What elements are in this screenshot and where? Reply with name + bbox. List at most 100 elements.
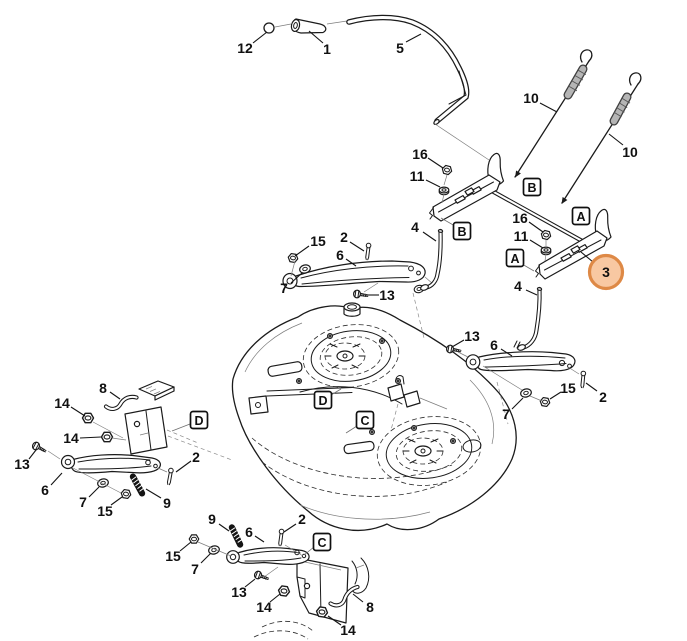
callout-number[interactable]: 14 (54, 395, 70, 411)
callout-number[interactable]: 5 (396, 40, 404, 56)
callout-number[interactable]: 3 (602, 264, 610, 280)
hanger-rod-left (420, 228, 444, 291)
deck-cap (343, 302, 361, 317)
ref-box-letter: C (317, 536, 326, 550)
callout-6: 6 (245, 524, 265, 543)
callout-number[interactable]: 8 (99, 380, 107, 396)
callout-16: 16 (412, 146, 444, 169)
callout-number[interactable]: 13 (464, 328, 480, 344)
callout-number[interactable]: 2 (340, 229, 348, 245)
callout-8: 8 (352, 593, 374, 615)
callout-number[interactable]: 6 (41, 482, 49, 498)
callout-number[interactable]: 10 (622, 144, 638, 160)
ref-box-B[interactable]: B (522, 177, 542, 197)
part-12-ring (263, 22, 275, 34)
ref-box-C[interactable]: C (312, 532, 332, 552)
callout-number[interactable]: 7 (79, 494, 87, 510)
callout-number[interactable]: 14 (256, 599, 272, 615)
callout-10: 10 (608, 133, 638, 160)
callout-number[interactable]: 6 (490, 337, 498, 353)
ref-box-D[interactable]: D (313, 390, 333, 410)
callout-9: 9 (208, 511, 230, 532)
part-5-rod (346, 14, 470, 126)
callout-number[interactable]: 11 (514, 228, 529, 244)
bracket-rail-a (535, 208, 612, 280)
part-6-arm (70, 454, 161, 474)
callout-number[interactable]: 8 (366, 599, 374, 615)
callout-number[interactable]: 13 (379, 287, 395, 303)
ref-box-letter: D (194, 414, 203, 428)
lower-blade-housing (376, 416, 482, 486)
ref-box-D[interactable]: D (189, 410, 209, 430)
callout-11: 11 (410, 168, 441, 188)
callout-number[interactable]: 4 (411, 219, 419, 235)
callout-13: 13 (14, 449, 37, 472)
ref-box-frame (189, 410, 209, 430)
ref-box-frame (452, 221, 472, 241)
callout-2: 2 (340, 229, 365, 252)
callout-leader-line (549, 391, 562, 400)
deck-outline (231, 305, 517, 531)
callout-5: 5 (396, 33, 422, 56)
callout-leader-line (451, 339, 465, 348)
callout-leader-line (500, 348, 513, 357)
callout-leader-line (528, 221, 544, 233)
callout-leader-line (585, 382, 598, 392)
part-6-arm (293, 260, 426, 288)
callout-number[interactable]: 10 (523, 90, 539, 106)
ref-box-leader-line (345, 425, 358, 434)
refbox-leader-layer (171, 217, 535, 556)
ref-box-frame (355, 410, 375, 430)
callout-leader-line (79, 436, 102, 439)
callout-number[interactable]: 13 (231, 584, 247, 600)
callout-number[interactable]: 14 (340, 622, 356, 638)
callout-number[interactable]: 9 (163, 495, 171, 511)
callout-leader-line (244, 578, 256, 588)
callout-number[interactable]: 9 (208, 511, 216, 527)
callout-7: 7 (191, 552, 212, 577)
callout-number[interactable]: 2 (192, 449, 200, 465)
callout-leader-line (50, 472, 63, 486)
callout-leader-line (539, 102, 558, 113)
callout-number[interactable]: 12 (237, 40, 253, 56)
callout-leader-line (88, 486, 100, 498)
highlighted-part-marker[interactable] (587, 253, 625, 291)
callout-number[interactable]: 13 (14, 456, 30, 472)
subframe-d-plate (124, 406, 168, 455)
callout-leader-line (70, 406, 86, 417)
part-1-grip (290, 18, 327, 34)
callout-leader-line (283, 523, 297, 533)
callout-number[interactable]: 7 (502, 406, 510, 422)
callout-number[interactable]: 7 (191, 561, 199, 577)
callout-number[interactable]: 4 (514, 278, 522, 294)
ref-box-A[interactable]: A (571, 206, 591, 226)
callout-number[interactable]: 11 (410, 168, 425, 184)
ref-box-frame (505, 248, 525, 268)
callout-number[interactable]: 2 (599, 389, 607, 405)
callout-number[interactable]: 15 (97, 503, 113, 519)
callout-number[interactable]: 7 (280, 280, 288, 296)
ref-box-C[interactable]: C (355, 410, 375, 430)
callout-leader-line (405, 33, 422, 43)
callout-6: 6 (336, 247, 357, 267)
callout-leader-line (28, 449, 37, 460)
callout-number[interactable]: 15 (560, 380, 576, 396)
callout-number[interactable]: 15 (165, 548, 181, 564)
deck-left-lug (248, 395, 269, 415)
ref-box-A[interactable]: A (505, 248, 525, 268)
callout-number[interactable]: 16 (512, 210, 528, 226)
callout-number[interactable]: 16 (412, 146, 428, 162)
callout-number[interactable]: 2 (298, 511, 306, 527)
callout-15: 15 (97, 496, 123, 519)
callout-number[interactable]: 1 (323, 41, 331, 57)
callout-leader-line (218, 523, 230, 532)
ref-box-leader-line (303, 546, 315, 556)
callout-number[interactable]: 6 (245, 524, 253, 540)
callout-2: 2 (175, 449, 200, 473)
callout-number[interactable]: 14 (63, 430, 79, 446)
deck-clamp-upper (267, 361, 303, 377)
callout-number[interactable]: 15 (310, 233, 326, 249)
ref-box-B[interactable]: B (452, 221, 472, 241)
callout-number[interactable]: 6 (336, 247, 344, 263)
